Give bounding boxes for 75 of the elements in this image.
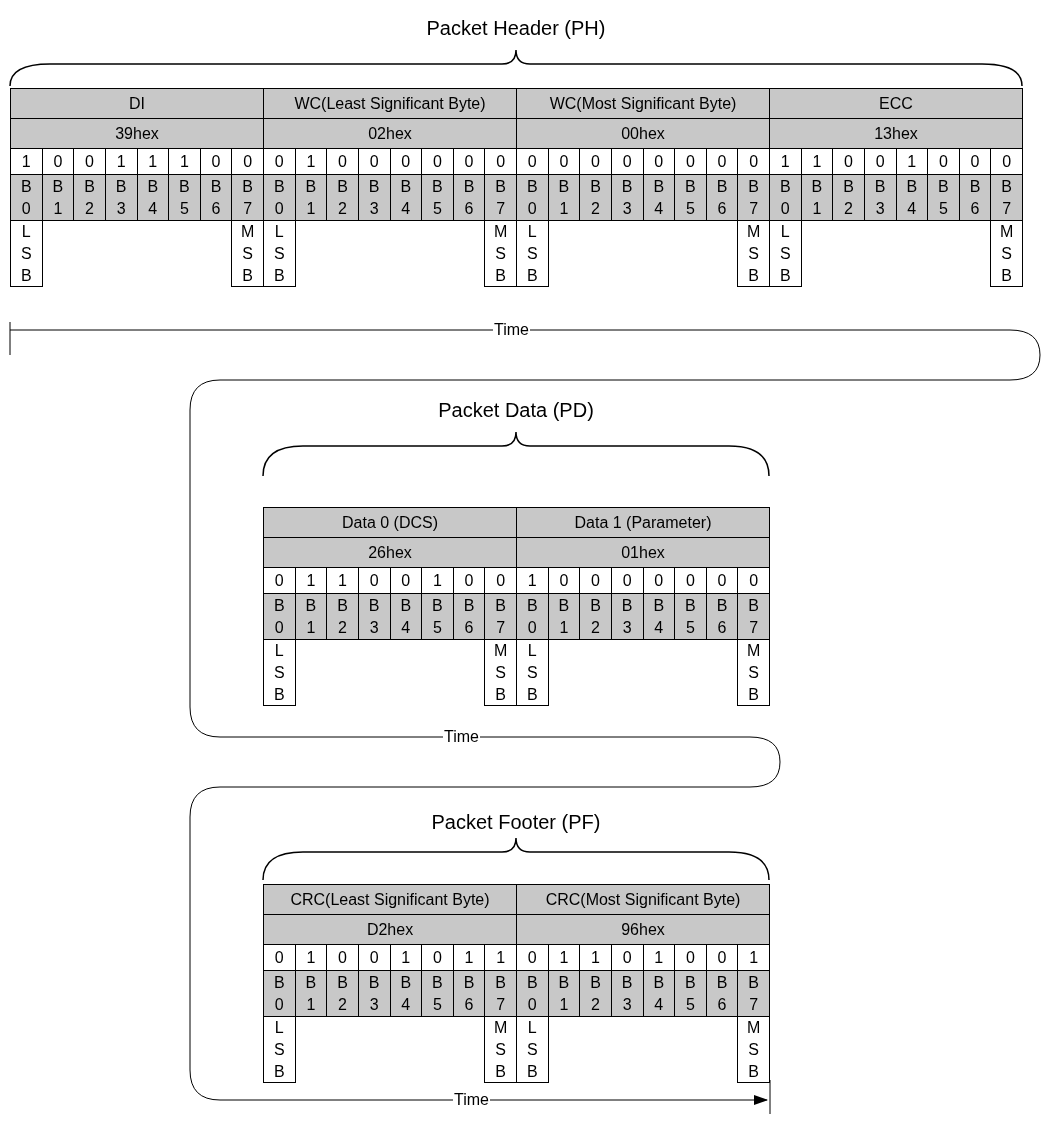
lsb-cell: L S B [263, 639, 296, 706]
bit-position-cell: B 5 [421, 593, 454, 640]
bit-position-cell: B 2 [326, 593, 359, 640]
bit-position-cell: B 3 [610, 970, 644, 1017]
msb-cell: M S B [737, 1016, 770, 1083]
bit-position-cell: B 5 [168, 174, 201, 221]
hex-value-cell: D2hex [263, 914, 517, 945]
bit-position-cell: B 5 [674, 593, 707, 640]
bit-position-cell: B 7 [737, 174, 770, 221]
bit-position-cell: B 7 [990, 174, 1023, 221]
lsb-cell: L S B [516, 639, 549, 706]
field-name-cell: CRC(Least Significant Byte) [263, 884, 517, 915]
bit-position-cell: B 0 [516, 174, 549, 221]
lsb-cell: L S B [769, 220, 802, 287]
section-heading: Packet Footer (PF) [430, 810, 602, 834]
hex-value-cell: 01hex [516, 537, 770, 568]
hex-value-cell: 13hex [769, 118, 1023, 149]
bit-position-cell: B 0 [769, 174, 802, 221]
lsb-cell: L S B [516, 1016, 549, 1083]
bit-position-cell: B 3 [104, 174, 138, 221]
lsb-cell: L S B [263, 1016, 296, 1083]
lsb-cell: L S B [516, 220, 549, 287]
bit-position-cell: B 7 [231, 174, 264, 221]
bit-position-cell: B 0 [263, 174, 296, 221]
msb-cell: M S B [737, 639, 770, 706]
field-name-cell: ECC [769, 88, 1023, 119]
section-heading: Packet Header (PH) [425, 16, 607, 40]
bit-position-cell: B 0 [10, 174, 43, 221]
field-name-cell: WC(Least Significant Byte) [263, 88, 517, 119]
bit-position-cell: B 2 [326, 970, 359, 1017]
bit-position-cell: B 5 [674, 174, 707, 221]
bit-position-cell: B 2 [326, 174, 359, 221]
msb-cell: M S B [231, 220, 264, 287]
bit-position-cell: B 7 [484, 174, 517, 221]
field-name-cell: WC(Most Significant Byte) [516, 88, 770, 119]
bit-position-cell: B 0 [516, 970, 549, 1017]
bit-position-cell: B 0 [516, 593, 549, 640]
bit-position-cell: B 0 [263, 970, 296, 1017]
hex-value-cell: 39hex [10, 118, 264, 149]
bit-position-cell: B 3 [357, 970, 391, 1017]
hex-value-cell: 02hex [263, 118, 517, 149]
bit-position-cell: B 2 [579, 593, 612, 640]
bit-position-cell: B 7 [737, 970, 770, 1017]
bit-position-cell: B 2 [73, 174, 106, 221]
bit-position-cell: B 3 [357, 174, 391, 221]
bit-position-cell: B 3 [863, 174, 897, 221]
section-heading: Packet Data (PD) [437, 398, 595, 422]
lsb-cell: L S B [263, 220, 296, 287]
hex-value-cell: 26hex [263, 537, 517, 568]
bit-position-cell: B 7 [737, 593, 770, 640]
bit-position-cell: B 2 [579, 174, 612, 221]
bit-position-cell: B 3 [610, 174, 644, 221]
msb-cell: M S B [484, 220, 517, 287]
bit-position-cell: B 3 [357, 593, 391, 640]
bit-position-cell: B 5 [927, 174, 960, 221]
bit-position-cell: B 3 [610, 593, 644, 640]
field-name-cell: CRC(Most Significant Byte) [516, 884, 770, 915]
msb-cell: M S B [990, 220, 1023, 287]
bit-position-cell: B 2 [832, 174, 865, 221]
msb-cell: M S B [737, 220, 770, 287]
msb-cell: M S B [484, 639, 517, 706]
bit-position-cell: B 7 [484, 970, 517, 1017]
bit-position-cell: B 5 [421, 970, 454, 1017]
bit-position-cell: B 7 [484, 593, 517, 640]
hex-value-cell: 00hex [516, 118, 770, 149]
field-name-cell: Data 1 (Parameter) [516, 507, 770, 538]
field-name-cell: Data 0 (DCS) [263, 507, 517, 538]
lsb-cell: L S B [10, 220, 43, 287]
bit-position-cell: B 0 [263, 593, 296, 640]
bit-position-cell: B 5 [421, 174, 454, 221]
bit-position-cell: B 2 [579, 970, 612, 1017]
msb-cell: M S B [484, 1016, 517, 1083]
bit-position-cell: B 5 [674, 970, 707, 1017]
field-name-cell: DI [10, 88, 264, 119]
hex-value-cell: 96hex [516, 914, 770, 945]
